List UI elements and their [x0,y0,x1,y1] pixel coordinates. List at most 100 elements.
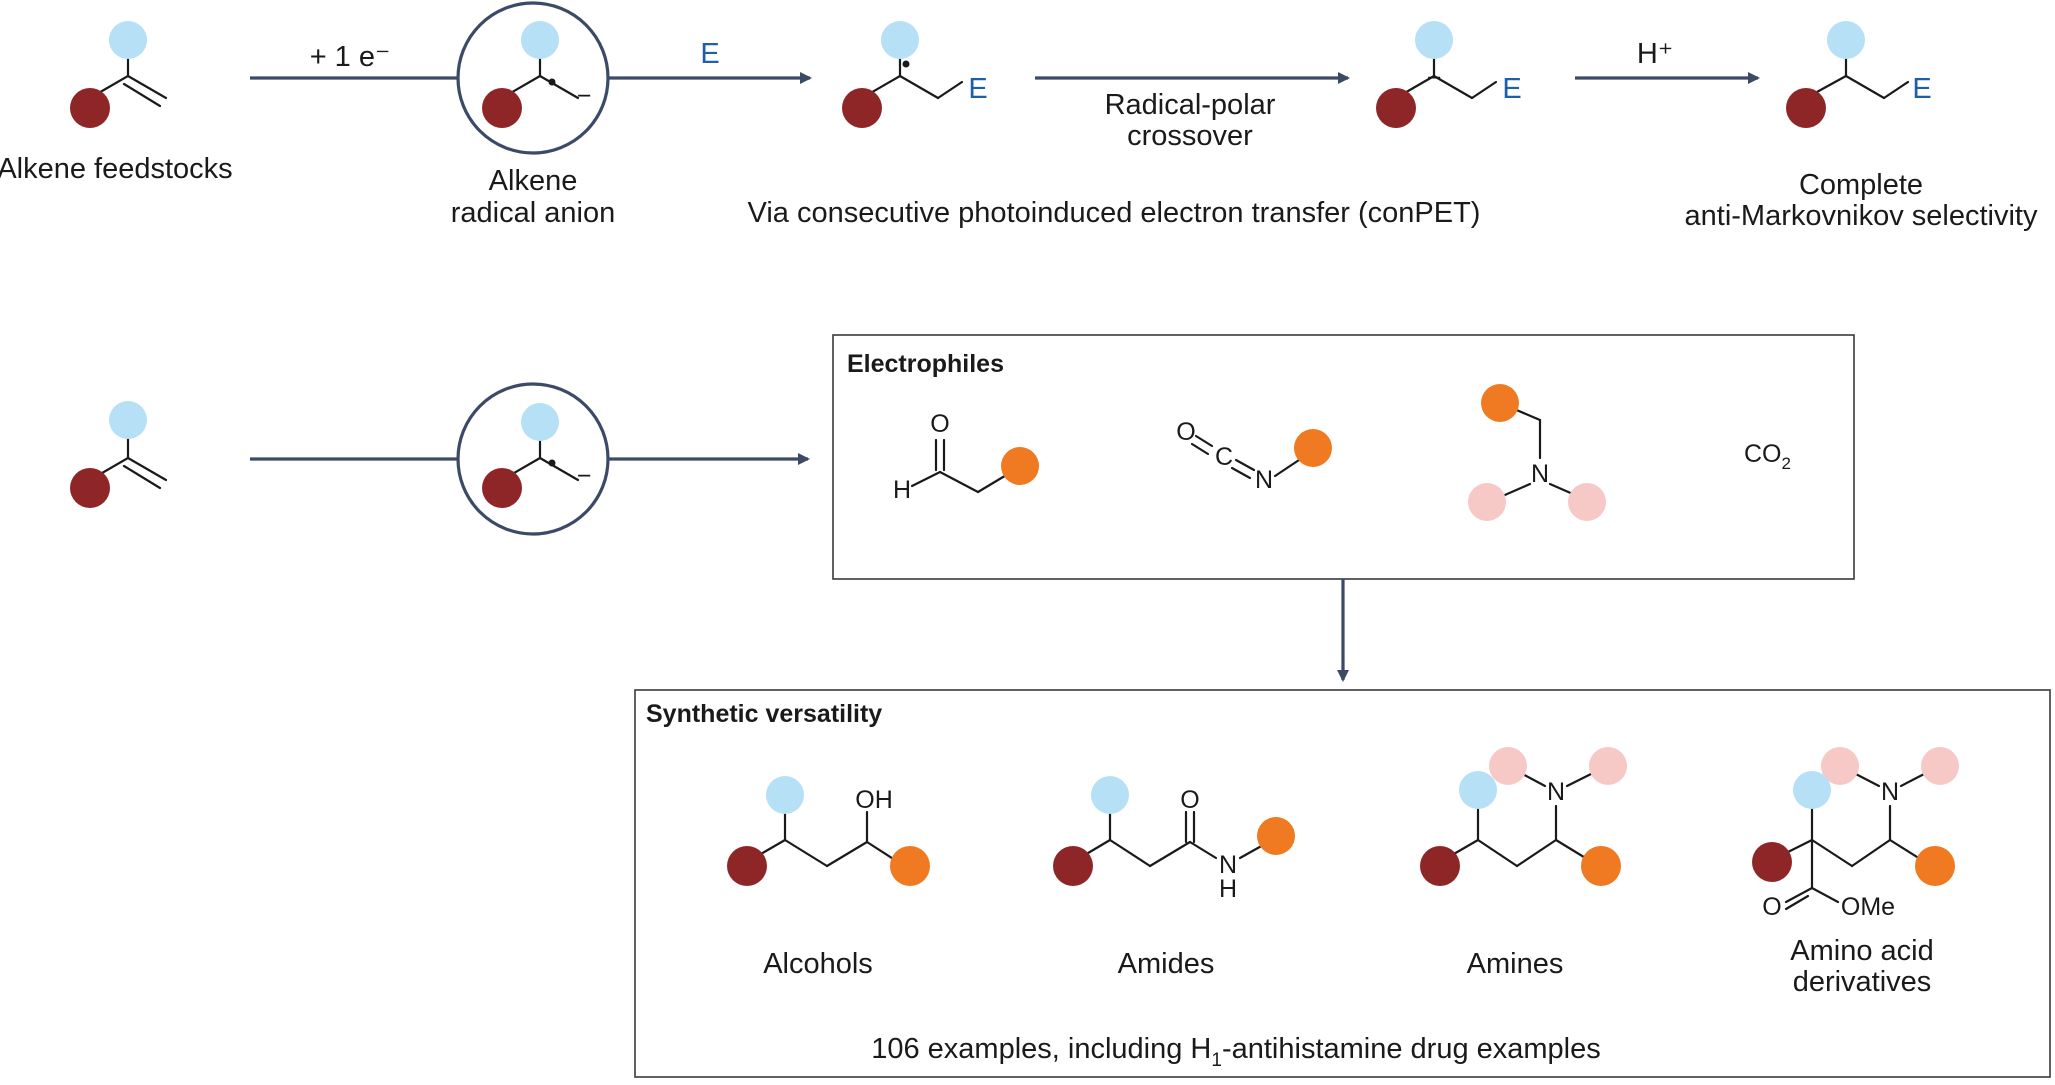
substituent-pink-circle [1568,483,1606,521]
charge-label: − [577,82,592,110]
nitrogen-atom: N [1219,851,1237,879]
alkene-feedstock-structure [70,401,168,508]
synthetic-versatility-title: Synthetic versatility [646,700,882,728]
substituent-red-circle [482,88,522,128]
crossover-label-line2: crossover [1127,120,1253,152]
anion-intermediate-structure: − [1376,21,1498,128]
radical-dot [902,60,910,68]
nitrogen-atom: N [1547,778,1565,806]
oxygen-atom: O [1176,418,1195,446]
charge-label: − [1427,64,1442,92]
product-label-amino-acid: Amino acid [1790,935,1933,967]
charge-label: − [577,462,592,490]
hydrogen-atom: H [1219,875,1237,903]
co2-electrophile: CO2 [1744,440,1791,473]
substituent-blue-circle [521,21,559,59]
isocyanate-electrophile: O C N [1176,418,1332,494]
substituent-orange-circle [1001,447,1039,485]
substituent-red-circle [1752,842,1792,882]
substituent-orange-circle [1915,846,1955,886]
alcohol-product-structure: OH [727,776,930,886]
co2-subscript: 2 [1782,454,1791,473]
product-label-derivatives: derivatives [1793,966,1932,998]
substituent-orange-circle [890,846,930,886]
substituent-blue-circle [766,776,804,814]
substituent-blue-circle [109,21,147,59]
substituent-orange-circle [1294,429,1332,467]
proton-label: H⁺ [1637,38,1673,70]
substituent-blue-circle [1415,21,1453,59]
product-e-label: E [968,73,987,105]
radical-anion-label-line1: Alkene [489,165,578,197]
hydrogen-atom: H [893,476,911,504]
aldehyde-electrophile: O H [893,410,1039,504]
substituent-red-circle [70,88,110,128]
substituent-red-circle [842,88,882,128]
substituent-blue-circle [1459,771,1497,809]
radical-dot [548,78,556,86]
substituent-red-circle [70,468,110,508]
substituent-blue-circle [521,403,559,441]
product-label-alcohols: Alcohols [763,948,873,980]
substituent-red-circle [1786,88,1826,128]
radical-dot [548,459,556,467]
electron-addition-label: + 1 e⁻ [310,41,391,73]
footer-subscript: 1 [1211,1050,1222,1071]
footer-text-start: 106 examples, including H [871,1033,1211,1065]
alkene-feedstocks-label: Alkene feedstocks [0,153,233,185]
substituent-blue-circle [1827,21,1865,59]
substituent-orange-circle [1257,817,1295,855]
substituent-blue-circle [881,21,919,59]
substituent-orange-circle [1481,384,1519,422]
nitrogen-atom: N [1531,460,1549,488]
nitrogen-atom: N [1881,778,1899,806]
carbon-atom: C [1215,443,1233,471]
radical-anion-structure: − [456,1,610,155]
selectivity-label-line1: Complete [1799,169,1923,201]
oxygen-atom: O [1762,893,1781,921]
substituent-red-circle [1420,846,1460,886]
radical-anion-structure: − [456,382,610,536]
radical-intermediate-structure [842,21,964,128]
electrophiles-title: Electrophiles [847,350,1004,378]
amino-acid-derivative-structure: N O OMe [1752,747,1959,921]
amide-product-structure: O N H [1053,776,1295,903]
substituent-pink-circle [1589,747,1627,785]
amine-product-structure: N [1420,747,1627,886]
substituent-blue-circle [109,401,147,439]
crossover-label-line1: Radical-polar [1105,89,1276,121]
product-label-amides: Amides [1118,948,1215,980]
substituent-red-circle [482,468,522,508]
iminium-electrophile: N [1468,384,1606,521]
substituent-red-circle [727,846,767,886]
alkene-feedstock-structure [70,21,168,128]
product-e-label: E [1912,73,1931,105]
substituent-pink-circle [1489,747,1527,785]
oxygen-atom: O [1180,786,1199,814]
substituent-red-circle [1053,846,1093,886]
product-label-amines: Amines [1467,948,1564,980]
substituent-blue-circle [1793,771,1831,809]
substituent-pink-circle [1821,747,1859,785]
substituent-red-circle [1376,88,1416,128]
oxygen-atom: O [930,410,949,438]
synthetic-versatility-box [634,689,2051,1078]
substituent-pink-circle [1921,747,1959,785]
selectivity-label-line2: anti-Markovnikov selectivity [1685,200,2038,232]
examples-footer: 106 examples, including H1-antihistamine… [871,1033,1601,1071]
final-product-structure [1786,21,1910,128]
nitrogen-atom: N [1255,466,1273,494]
electrophile-e-label: E [700,38,719,70]
substituent-pink-circle [1468,483,1506,521]
substituent-blue-circle [1091,776,1129,814]
product-e-label: E [1502,73,1521,105]
co2-text: CO [1744,440,1782,468]
footer-text-end: -antihistamine drug examples [1222,1033,1601,1065]
methoxy-group: OMe [1841,893,1895,921]
substituent-orange-circle [1581,846,1621,886]
conpet-label: Via consecutive photoinduced electron tr… [748,197,1481,229]
hydroxyl-group: OH [855,786,893,814]
radical-anion-label-line2: radical anion [451,197,615,229]
